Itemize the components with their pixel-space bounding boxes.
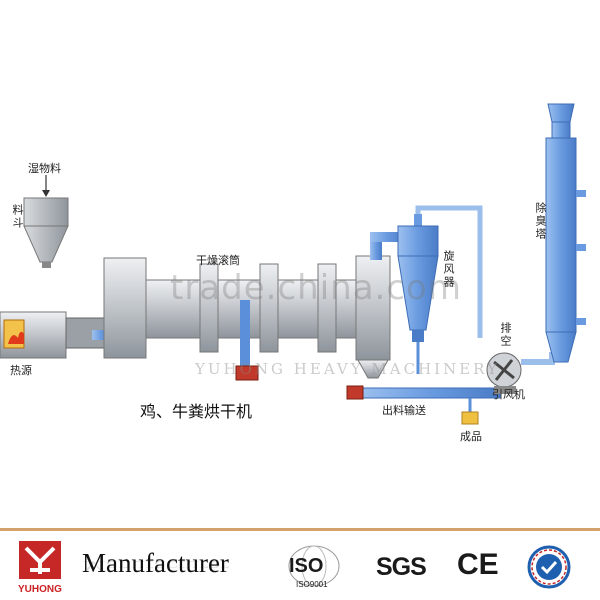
drum-motor xyxy=(235,300,259,381)
ce-badge: CE xyxy=(457,548,499,581)
inlet-pipe xyxy=(92,330,110,340)
label-heat-source: 热源 xyxy=(10,364,32,377)
footer-divider xyxy=(0,528,600,531)
induced-fan xyxy=(486,352,555,394)
label-exhaust: 排空 xyxy=(499,322,512,348)
certification-seal-icon xyxy=(527,545,571,589)
duct-cyclone-to-fan xyxy=(415,205,483,338)
brand-name: YUHONG xyxy=(18,584,62,595)
footer-bar xyxy=(0,528,600,600)
diagram-title: 鸡、牛粪烘干机 xyxy=(140,402,253,421)
watermark-sub: YUHONG HEAVY MACHINERY xyxy=(195,360,500,378)
cyclone xyxy=(397,214,439,374)
deodorizing-tower xyxy=(545,103,586,363)
heat-source-furnace xyxy=(0,311,107,359)
hopper xyxy=(23,197,69,268)
sgs-badge: SGS xyxy=(376,553,427,581)
label-drum: 干燥滚筒 xyxy=(196,254,240,267)
label-hopper: 料斗 xyxy=(11,204,24,230)
label-wet-material: 湿物料 xyxy=(28,162,61,175)
iso-badge-sub: ISO9001 xyxy=(296,580,328,589)
wet-material-arrow xyxy=(42,175,50,197)
manufacturer-reflection: Manufacturer xyxy=(82,557,229,575)
watermark: trade.china.com xyxy=(170,268,462,308)
label-deodorizer: 除臭塔 xyxy=(534,202,547,241)
label-discharge: 出料输送 xyxy=(382,404,426,417)
duct-to-cyclone xyxy=(370,232,404,260)
manufacturer-text: Manufacturer xyxy=(82,548,229,578)
iso-globe-icon xyxy=(288,545,340,587)
iso-badge: ISO xyxy=(289,555,324,577)
label-cyclone: 旋风器 xyxy=(442,250,455,289)
label-product: 成品 xyxy=(460,430,482,443)
label-fan: 引风机 xyxy=(492,388,525,401)
discharge-conveyor xyxy=(346,385,501,425)
yuhong-logo-icon xyxy=(19,541,61,579)
dryer-drum xyxy=(103,255,391,379)
